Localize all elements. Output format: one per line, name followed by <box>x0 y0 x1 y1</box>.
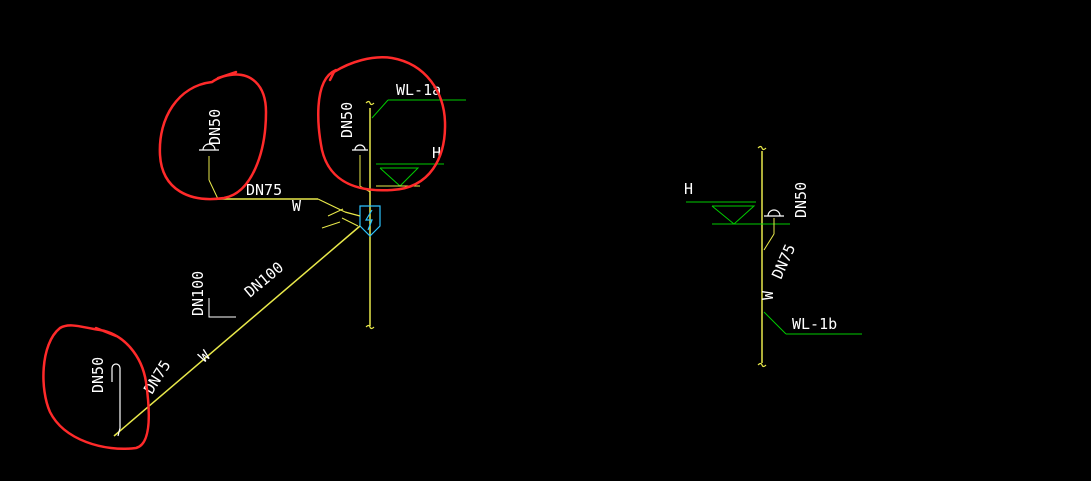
branch-trap-size-label: DN50 <box>206 109 224 145</box>
markup-circle-riser-trap <box>317 56 447 192</box>
right-trap-size-label: DN50 <box>792 182 810 218</box>
floor-level-triangle <box>379 167 420 187</box>
branch-trap-icon <box>199 143 219 151</box>
wl1b-leader-diagonal <box>763 311 787 335</box>
bottom-trap-size-label: DN50 <box>89 357 107 393</box>
right-branch-size-label: DN75 <box>768 241 799 281</box>
cleanout-bolt <box>364 209 373 231</box>
right-pipe-type-label: W <box>759 290 777 300</box>
floor-mark-h: H <box>432 144 441 162</box>
dn100-elbow-mark <box>208 298 236 318</box>
fitting-to-cleanout <box>344 211 361 217</box>
branch-pipe-type-label: W <box>292 197 302 215</box>
stack-break-top <box>365 100 375 106</box>
right-floor-mark-h: H <box>684 180 693 198</box>
red-markup-annotations <box>42 56 447 450</box>
main-pipe-type-label: W <box>195 346 214 366</box>
stack-tag-wl1b: WL-1b <box>792 315 837 333</box>
right-floor-level-triangle <box>711 205 756 225</box>
vertical-size-label: DN100 <box>189 271 207 316</box>
right-trap-icon <box>764 209 784 217</box>
branch-trap-bend <box>208 179 219 200</box>
branch-pipe-size-label: DN75 <box>246 181 282 199</box>
stack-tag-wl1a: WL-1a <box>396 81 441 99</box>
left-drainage-system: WL-1a H DN50 DN50 DN75 W DN100 W <box>89 81 466 437</box>
stack-break-bottom <box>365 324 375 330</box>
cleanout-outlet <box>341 217 359 227</box>
riser-trap-size-label: DN50 <box>338 102 356 138</box>
main-diagonal-pipe <box>113 225 361 437</box>
bottom-s-trap-icon <box>111 363 121 437</box>
main-pipe-joint <box>321 221 341 229</box>
wl1a-leader-diagonal <box>371 99 389 119</box>
right-drainage-system: H DN50 DN75 W WL-1b <box>684 145 862 368</box>
branch-fitting-mark <box>327 208 344 217</box>
markup-circle-branch-trap <box>158 70 268 201</box>
riser-trap-icon <box>352 144 368 151</box>
lightning-cleanout-icon <box>359 205 381 237</box>
right-stack-break-bottom <box>757 362 767 368</box>
right-trap-branch <box>763 233 775 251</box>
right-stack-break-top <box>757 145 767 151</box>
markup-circle-bottom-trap <box>42 324 150 450</box>
